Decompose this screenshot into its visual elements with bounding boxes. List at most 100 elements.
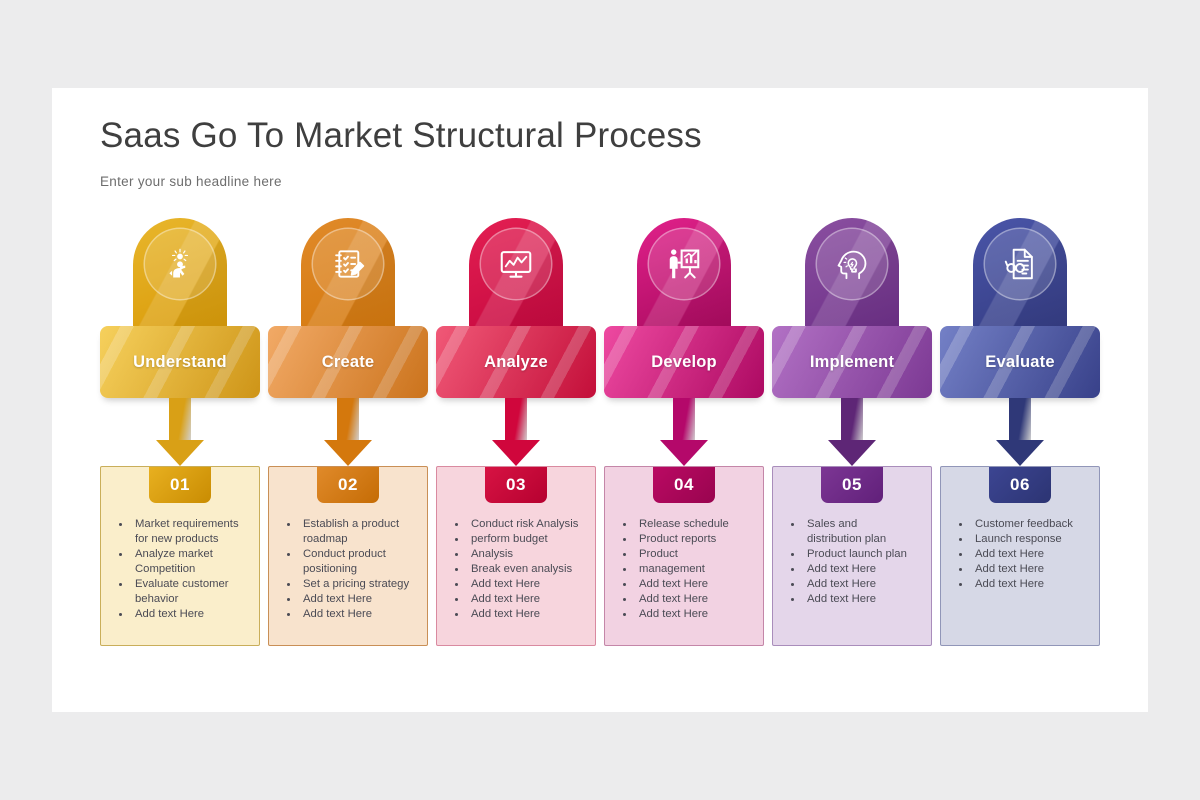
banner-stripes — [436, 326, 596, 398]
list-item: Product — [615, 547, 755, 562]
step-icon-pin — [637, 218, 731, 336]
icon-ring — [985, 229, 1055, 299]
list-item: Launch response — [951, 532, 1091, 547]
list-item: Break even analysis — [447, 562, 587, 577]
list-item: Conduct product — [279, 547, 419, 562]
list-item: Evaluate customer — [111, 577, 251, 592]
list-item: Sales and — [783, 517, 923, 532]
pin-gloss — [973, 218, 1067, 336]
icon-ring — [481, 229, 551, 299]
step-icon-pin — [301, 218, 395, 336]
step-label-banner[interactable]: Evaluate — [940, 326, 1100, 398]
arrow-stem — [673, 398, 695, 442]
page-title: Saas Go To Market Structural Process — [100, 116, 702, 155]
banner-stripes — [772, 326, 932, 398]
step-arrow-connector — [940, 398, 1100, 466]
banner-stripes — [100, 326, 260, 398]
step-label-banner[interactable]: Implement — [772, 326, 932, 398]
step-arrow-connector — [100, 398, 260, 466]
slide-canvas: Saas Go To Market Structural Process Ent… — [52, 88, 1148, 712]
arrow-stem — [337, 398, 359, 442]
arrow-head — [828, 440, 876, 466]
pin-gloss — [805, 218, 899, 336]
list-item: Add text Here — [951, 562, 1091, 577]
icon-ring — [817, 229, 887, 299]
list-item: Release schedule — [615, 517, 755, 532]
list-item: positioning — [303, 563, 358, 575]
step-label-banner[interactable]: Create — [268, 326, 428, 398]
down-arrow-icon — [660, 398, 708, 466]
down-arrow-icon — [996, 398, 1044, 466]
list-item: Product launch plan — [783, 547, 923, 562]
checklist-notebook-icon — [329, 245, 367, 283]
step-arrow-connector — [604, 398, 764, 466]
list-item: Add text Here — [447, 592, 587, 607]
list-item: Set a pricing strategy — [279, 577, 419, 592]
head-lightbulb-icon — [833, 245, 871, 283]
down-arrow-icon — [156, 398, 204, 466]
list-item: for new products — [135, 533, 219, 545]
list-item: Establish a product — [279, 517, 419, 532]
presenter-board-icon — [665, 245, 703, 283]
arrow-stem — [505, 398, 527, 442]
list-item: behavior — [135, 593, 179, 605]
list-item: Add text Here — [111, 607, 251, 622]
step-number-badge: 04 — [653, 467, 715, 503]
step-number-badge: 02 — [317, 467, 379, 503]
down-arrow-icon — [324, 398, 372, 466]
step-label-banner[interactable]: Analyze — [436, 326, 596, 398]
step-label: Understand — [133, 352, 227, 371]
list-item: Analyze market — [111, 547, 251, 562]
step-icon-pin — [973, 218, 1067, 336]
arrow-head — [492, 440, 540, 466]
step-arrow-connector — [772, 398, 932, 466]
list-item: Analysis — [447, 547, 587, 562]
step-number-badge: 06 — [989, 467, 1051, 503]
person-idea-icon — [161, 245, 199, 283]
step-label-banner[interactable]: Develop — [604, 326, 764, 398]
banner-shade — [772, 326, 932, 398]
icon-ring — [649, 229, 719, 299]
step-arrow-connector — [436, 398, 596, 466]
list-item: Add text Here — [783, 592, 923, 607]
list-item: Add text Here — [615, 592, 755, 607]
list-item: distribution plan — [807, 533, 887, 545]
banner-shade — [604, 326, 764, 398]
list-item: Add text Here — [279, 592, 419, 607]
arrow-head — [660, 440, 708, 466]
list-item: Competition — [135, 563, 196, 575]
step-icon-pin — [133, 218, 227, 336]
icon-ring — [145, 229, 215, 299]
banner-shade — [940, 326, 1100, 398]
arrow-head — [156, 440, 204, 466]
step-label: Develop — [651, 352, 717, 371]
step-number-badge: 03 — [485, 467, 547, 503]
arrow-stem — [1009, 398, 1031, 442]
down-arrow-icon — [492, 398, 540, 466]
arrow-head — [996, 440, 1044, 466]
arrow-head — [324, 440, 372, 466]
banner-stripes — [940, 326, 1100, 398]
monitor-chart-icon — [497, 245, 535, 283]
list-item: Add text Here — [615, 577, 755, 592]
list-item: Add text Here — [447, 577, 587, 592]
list-item: Add text Here — [447, 607, 587, 622]
step-label-banner[interactable]: Understand — [100, 326, 260, 398]
